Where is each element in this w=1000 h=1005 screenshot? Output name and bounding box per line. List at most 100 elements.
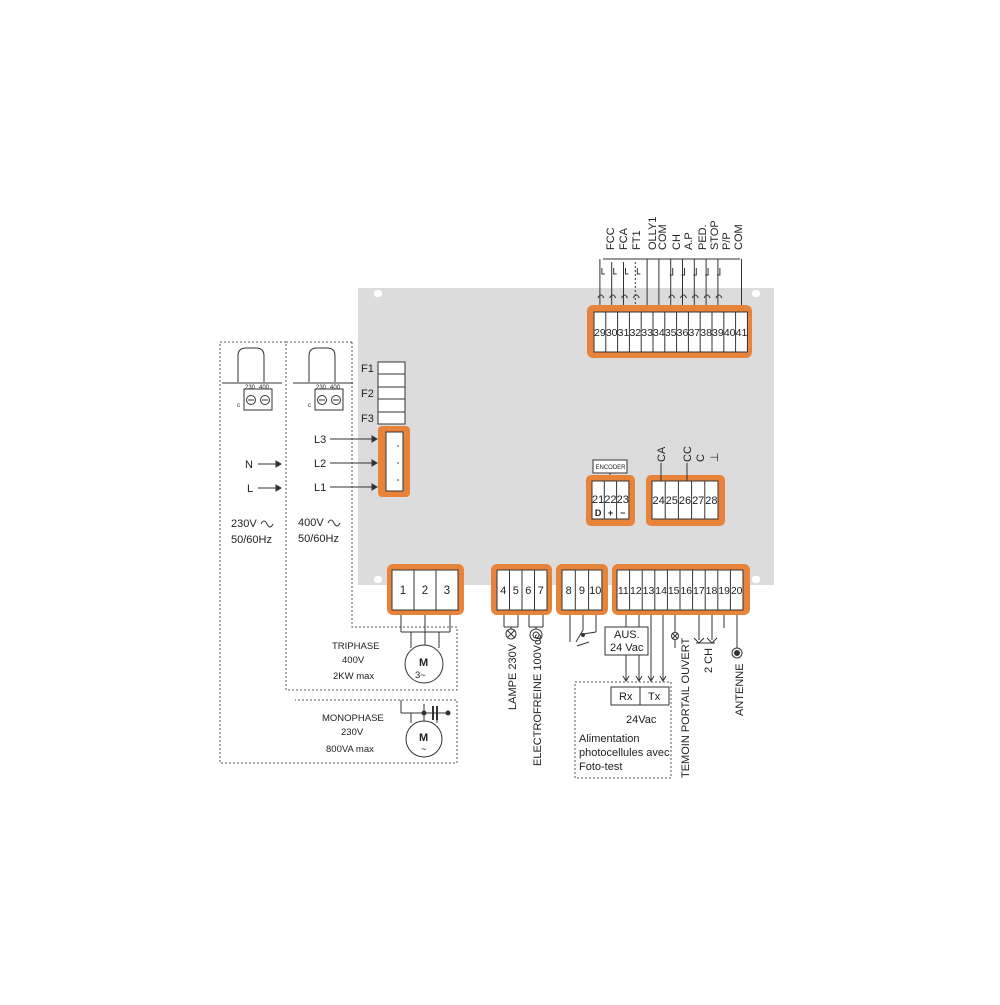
terminal-16: 16 [680, 585, 692, 597]
monophase-voltage: 230V [341, 727, 364, 738]
triphase-title: TRIPHASE [332, 641, 380, 652]
terminal-15: 15 [668, 585, 680, 597]
two-ch-label: 2 CH [703, 648, 715, 673]
terminal-41: 41 [736, 327, 748, 339]
top-label-3: OLLY1 [647, 217, 659, 250]
triphase-motor [400, 615, 451, 684]
transformer-400: 230 400 c [293, 347, 353, 411]
terminal-11: 11 [618, 585, 629, 597]
aus-line2: 24 Vac [610, 642, 644, 654]
top-label-1: FCA [618, 227, 630, 250]
terminal-29: 29 [594, 327, 606, 339]
photocell-box [610, 686, 670, 706]
terminal-31: 31 [618, 327, 630, 339]
terminal-21: 21 [592, 494, 604, 506]
top-label-5: CH [671, 234, 683, 250]
lamp-brake-wiring [503, 615, 544, 642]
antenne-label: ANTENNE [734, 663, 746, 716]
label-24-28-0: CA [656, 446, 668, 462]
terminal-19: 19 [718, 585, 730, 597]
n-input-label: N [245, 459, 253, 471]
tap-400-label: 400 [259, 385, 270, 391]
terminal-3: 3 [444, 585, 450, 597]
terminal-block-1-3: 1 2 3 [391, 569, 459, 611]
lampe-label: LAMPE 230V [507, 643, 519, 710]
terminal-18: 18 [706, 585, 718, 597]
tap-230-label-2: 230 [316, 385, 327, 391]
monophase-power: 800VA max [326, 744, 374, 755]
triphase-voltage: 400V [342, 655, 365, 666]
aus-line1: AUS. [614, 629, 640, 641]
encoder-sign-0: D [595, 508, 602, 518]
photocell-line2: photocellules avec [579, 747, 670, 759]
top-label-0: FCC [605, 227, 617, 250]
terminal-20: 20 [731, 585, 743, 597]
terminal-10: 10 [589, 585, 601, 597]
transformer-230: 230 400 c [222, 347, 282, 411]
top-label-8: STOP [709, 220, 721, 250]
phase-l3-label: L3 [314, 434, 326, 446]
terminal-11-20-wiring [604, 615, 743, 682]
terminal-8: 8 [566, 585, 572, 597]
triphase-motor-sub: 3~ [415, 670, 426, 681]
terminal-12: 12 [630, 585, 642, 597]
temoin-label: TEMOIN PORTAIL OUVERT [680, 638, 692, 778]
triphase-motor-letter: M [419, 657, 428, 669]
label-24-28-2: C [695, 454, 707, 462]
supply-400-freq: 50/60Hz [298, 533, 339, 545]
terminal-25: 25 [666, 495, 678, 507]
monophase-motor [400, 700, 451, 758]
supply-230-voltage: 230V [231, 518, 257, 530]
supply-400-voltage: 400V [298, 517, 324, 529]
terminal-35: 35 [665, 327, 677, 339]
terminal-7: 7 [538, 585, 544, 597]
l-input-label: L [247, 483, 253, 495]
top-label-4: COM [657, 224, 669, 250]
terminal-36: 36 [677, 327, 689, 339]
fuse-f2-label: F2 [361, 388, 374, 400]
terminal-17: 17 [693, 585, 705, 597]
terminal-4: 4 [500, 585, 506, 597]
terminal-39: 39 [712, 327, 724, 339]
terminal-9: 9 [579, 585, 585, 597]
terminal-28: 28 [705, 495, 717, 507]
terminal-33: 33 [641, 327, 653, 339]
tap-230-label: 230 [245, 385, 256, 391]
supply-230-freq: 50/60Hz [231, 534, 272, 546]
label-24-28-1: CC [682, 446, 694, 462]
terminal-26: 26 [679, 495, 691, 507]
top-label-10: COM [733, 224, 745, 250]
terminal-27: 27 [692, 495, 704, 507]
photocell-line1: Alimentation [579, 733, 640, 745]
label-24-28-3: ⊥ [709, 452, 721, 462]
terminal-22: 22 [604, 494, 616, 506]
monophase-motor-sub: ~ [421, 744, 427, 755]
encoder-sign-1: + [608, 508, 613, 518]
photocell-voltage: 24Vac [626, 714, 657, 726]
svg-text:c: c [237, 403, 240, 409]
electrofreine-label: ELECTROFREINE 100Vcc [532, 633, 544, 766]
terminal-1: 1 [400, 585, 406, 597]
top-label-7: PED. [697, 224, 709, 250]
monophase-title: MONOPHASE [322, 713, 384, 724]
triphase-power: 2KW max [333, 671, 374, 682]
terminal-30: 30 [606, 327, 618, 339]
terminal-24: 24 [652, 495, 664, 507]
svg-text:c: c [308, 403, 311, 409]
terminal-2: 2 [422, 585, 428, 597]
photocell-tx: Tx [648, 691, 661, 703]
terminal-40: 40 [724, 327, 736, 339]
top-label-9: P/P [721, 232, 733, 250]
phase-l1-label: L1 [314, 482, 326, 494]
terminal-14: 14 [655, 585, 667, 597]
top-label-6: A.P [683, 232, 695, 250]
terminal-8-10-wiring [569, 615, 597, 647]
terminal-34: 34 [653, 327, 665, 339]
